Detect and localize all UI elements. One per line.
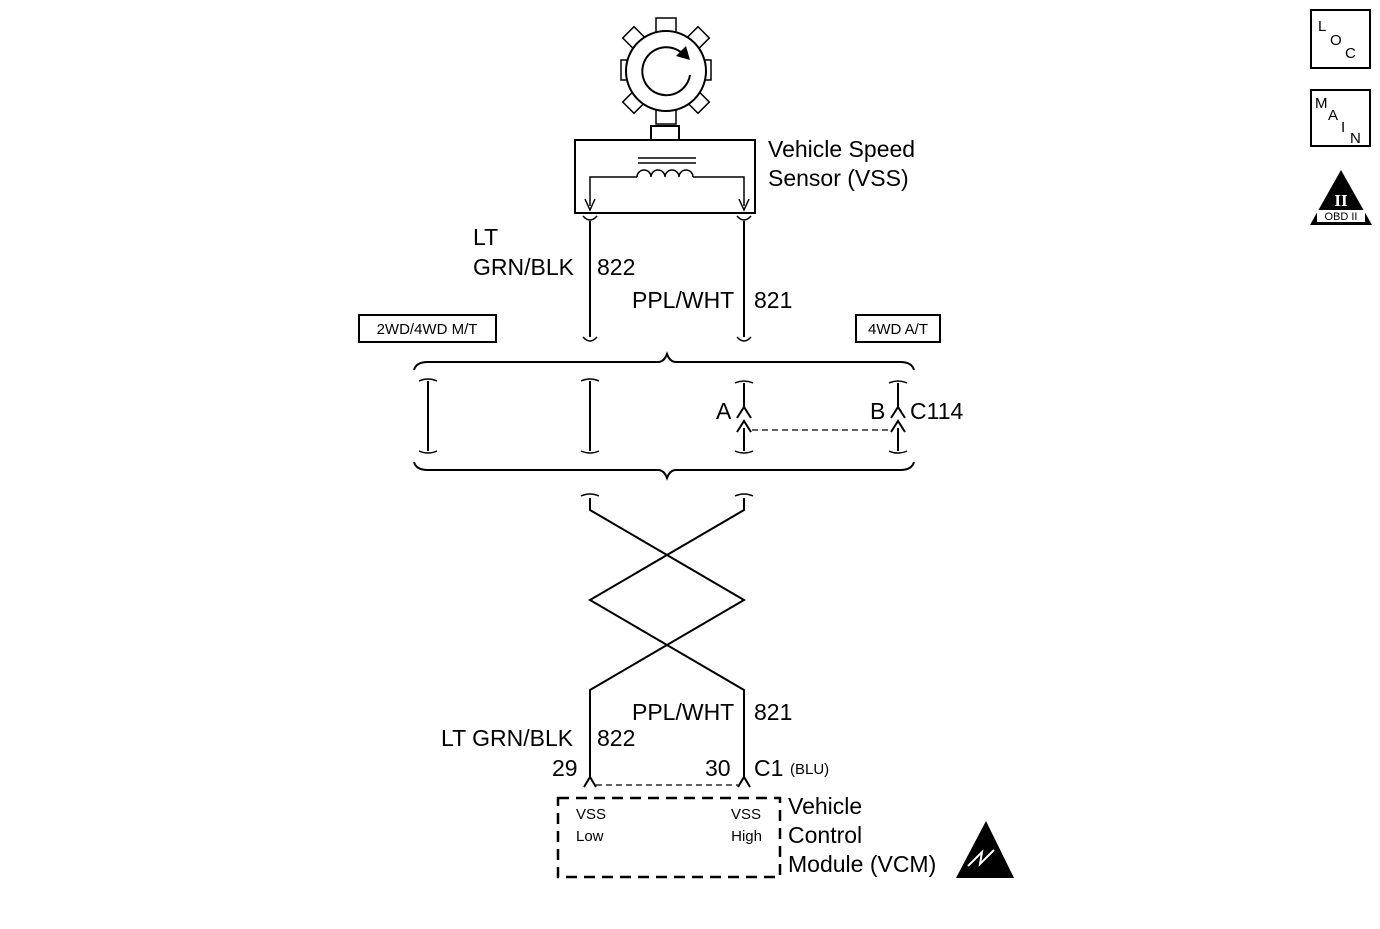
vss-name-line2: Sensor (VSS)	[768, 165, 909, 191]
lower-option-brace	[413, 461, 915, 481]
esd-warning-icon	[956, 821, 1014, 878]
bottom-left-wire-color: LT GRN/BLK	[441, 725, 574, 751]
c114-pin-a	[734, 380, 754, 454]
c114-pin-b-label: B	[870, 398, 885, 424]
vss-name-line1: Vehicle Speed	[768, 136, 915, 162]
location-view-icon[interactable]: L O C	[1310, 9, 1371, 69]
vss-low-terminal-line1: VSS	[576, 806, 606, 823]
c1-connector	[583, 775, 751, 788]
c114-pin-b	[888, 380, 908, 454]
c114-connector-label: C114	[910, 398, 963, 424]
vcm-name-line1: Vehicle	[788, 793, 862, 819]
option-label-left: 2WD/4WD M/T	[377, 321, 478, 338]
left-wire-circuit: 822	[597, 254, 635, 280]
obd-ii-icon[interactable]: II OBD II	[1310, 170, 1372, 225]
c114-pin-a-label: A	[716, 398, 732, 424]
right-wire-color: PPL/WHT	[632, 287, 734, 313]
vcm-box	[556, 796, 782, 879]
upper-wires	[582, 215, 752, 342]
c1-pin-left: 29	[552, 755, 578, 781]
obd-label: OBD II	[1324, 211, 1357, 223]
left-wire-color-line2: GRN/BLK	[473, 254, 575, 280]
main-letter-m: M	[1315, 95, 1328, 112]
vss-low-terminal-line2: Low	[576, 828, 604, 845]
right-wire-circuit: 821	[754, 287, 792, 313]
vcm-name-line2: Control	[788, 822, 862, 848]
obd-numeral: II	[1334, 191, 1348, 210]
main-view-icon[interactable]: M A I N	[1310, 89, 1371, 147]
main-letter-i: I	[1341, 119, 1345, 136]
bottom-right-wire-circuit: 821	[754, 699, 792, 725]
vss-high-terminal-line2: High	[731, 828, 762, 845]
main-letter-n: N	[1350, 130, 1361, 147]
option-box-left	[358, 314, 497, 343]
main-letter-a: A	[1328, 107, 1338, 124]
c1-connector-label: C1	[754, 755, 783, 781]
bottom-right-wire-color: PPL/WHT	[632, 699, 734, 725]
vss-high-terminal-line1: VSS	[731, 806, 761, 823]
upper-option-brace	[413, 351, 915, 371]
c1-connector-color: (BLU)	[790, 761, 829, 778]
c1-pin-right: 30	[705, 755, 731, 781]
bottom-left-wire-circuit: 822	[597, 725, 635, 751]
reluctor-wheel-icon	[620, 17, 712, 125]
crossing-wires	[580, 493, 754, 778]
option-label-right: 4WD A/T	[868, 321, 928, 338]
vcm-name-line3: Module (VCM)	[788, 851, 936, 877]
loc-letter-l: L	[1318, 18, 1326, 35]
loc-letter-c: C	[1345, 45, 1356, 62]
vss-sensor-body	[574, 125, 756, 214]
variant-links	[418, 378, 600, 454]
left-wire-color-line1: LT	[473, 224, 498, 250]
loc-letter-o: O	[1330, 32, 1342, 49]
option-box-right	[855, 314, 941, 343]
